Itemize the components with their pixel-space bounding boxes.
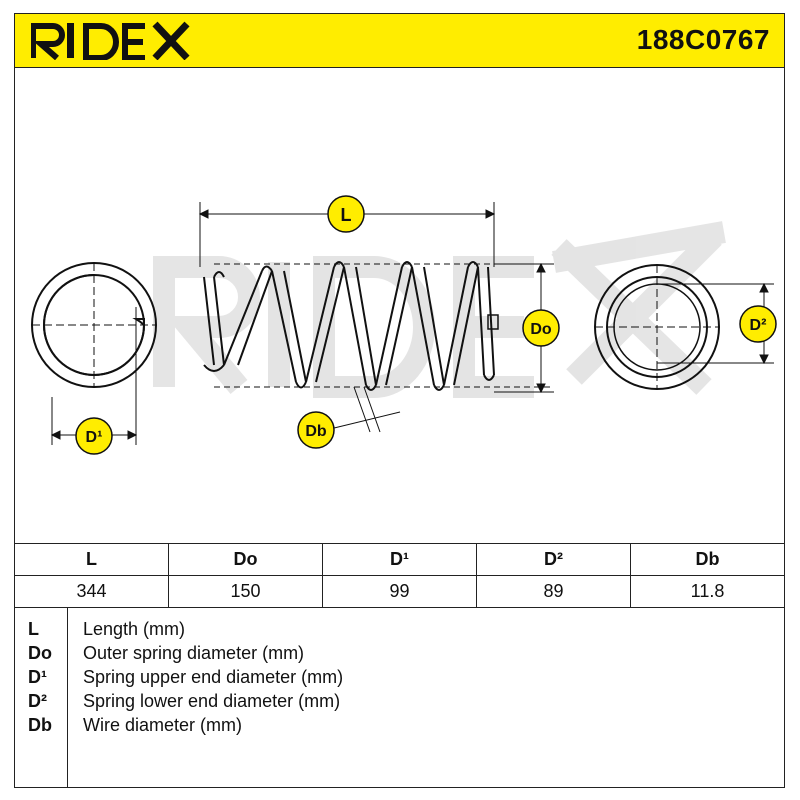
part-number: 188C0767 (636, 24, 770, 55)
svg-text:D¹: D¹ (86, 429, 103, 446)
header-D2: D² (476, 543, 631, 576)
legend: L Length (mm) Do Outer spring diameter (… (14, 607, 785, 788)
spring-side-view (203, 261, 554, 391)
label-Db: Db (297, 411, 335, 449)
value-Db: 11.8 (630, 575, 785, 608)
label-L: L (327, 195, 365, 233)
legend-item: Do Outer spring diameter (mm) (14, 643, 785, 667)
legend-description: Spring upper end diameter (mm) (83, 667, 344, 687)
specs-table: L Do D¹ D² Db 344 150 99 89 11.8 (14, 543, 785, 608)
label-D2: D² (739, 305, 777, 343)
legend-symbol: L (28, 619, 39, 639)
value-L: 344 (14, 575, 169, 608)
svg-text:Do: Do (530, 321, 552, 338)
legend-symbol: Do (28, 643, 52, 663)
legend-symbol: Db (28, 715, 52, 735)
legend-item: D² Spring lower end diameter (mm) (14, 691, 785, 715)
header-bar: 188C0767 (14, 13, 785, 68)
upper-end-view (31, 262, 157, 445)
value-D2: 89 (476, 575, 631, 608)
ridex-logo (31, 21, 190, 60)
label-Do: Do (522, 309, 560, 347)
value-Do: 150 (168, 575, 323, 608)
lower-end-view (594, 264, 774, 390)
watermark-logo (153, 221, 726, 398)
header-L: L (14, 543, 169, 576)
legend-divider (67, 607, 68, 788)
header-Db: Db (630, 543, 785, 576)
legend-description: Outer spring diameter (mm) (83, 643, 305, 663)
spring-diagram: L Do D¹ D² Db (31, 195, 777, 455)
wire-diameter-dimension (329, 386, 401, 433)
specs-value-row: 344 150 99 89 11.8 (14, 575, 785, 608)
legend-symbol: D¹ (28, 667, 47, 687)
header-Do: Do (168, 543, 323, 576)
value-D1: 99 (322, 575, 477, 608)
legend-item: Db Wire diameter (mm) (14, 715, 785, 739)
legend-description: Spring lower end diameter (mm) (83, 691, 341, 711)
svg-text:L: L (341, 205, 352, 225)
legend-symbol: D² (28, 691, 47, 711)
specs-header-row: L Do D¹ D² Db (14, 543, 785, 576)
label-D1: D¹ (75, 417, 113, 455)
svg-text:Db: Db (305, 423, 327, 440)
legend-item: L Length (mm) (14, 619, 785, 643)
legend-description: Wire diameter (mm) (83, 715, 243, 735)
legend-description: Length (mm) (83, 619, 186, 639)
legend-item: D¹ Spring upper end diameter (mm) (14, 667, 785, 691)
header-D1: D¹ (322, 543, 477, 576)
svg-text:D²: D² (750, 317, 767, 334)
